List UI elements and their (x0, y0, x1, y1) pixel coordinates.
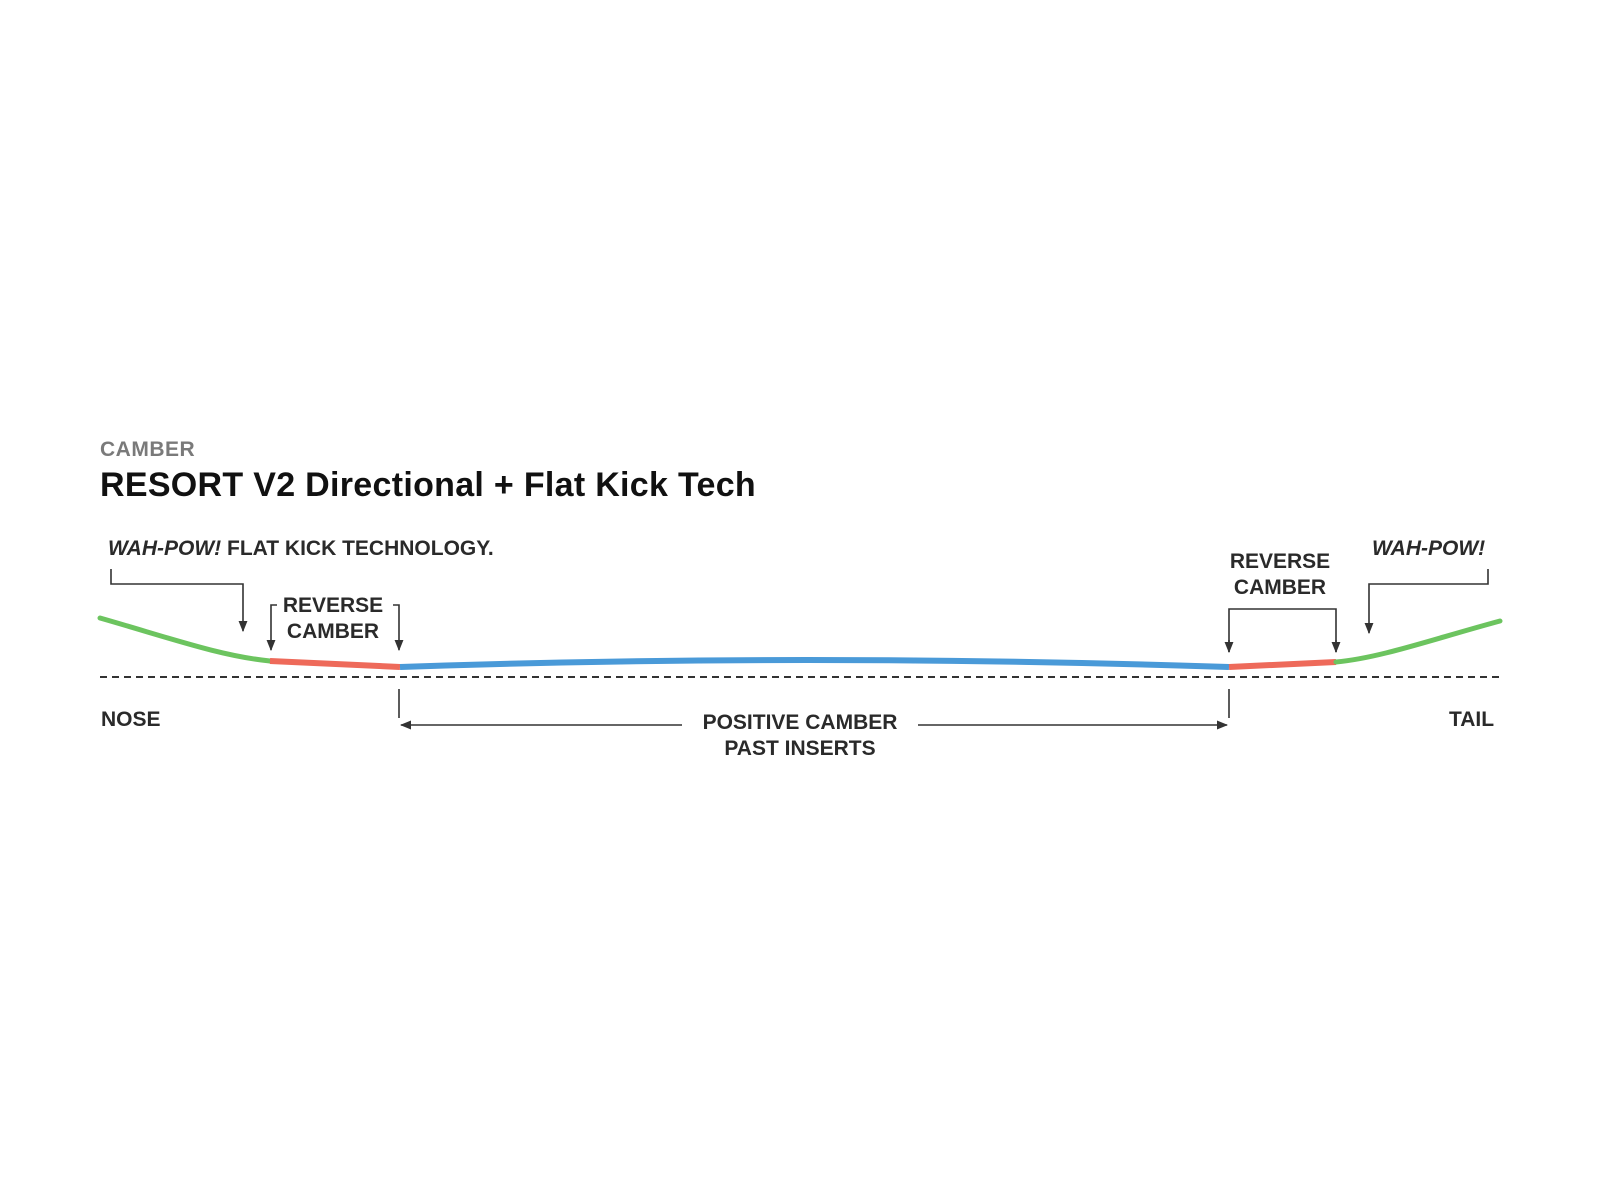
positive-camber-segment (399, 657, 1230, 670)
reverse-camber-left-line1: REVERSE (282, 594, 384, 617)
reverse-camber-right-line1: REVERSE (1229, 550, 1331, 573)
diagram-eyebrow: CAMBER (100, 438, 196, 461)
annotation-lines (110, 569, 1489, 730)
reverse-camber-left-line2: CAMBER (286, 620, 380, 643)
reverse-camber-right-label: REVERSE CAMBER (1220, 549, 1340, 601)
nose-label: NOSE (101, 708, 161, 731)
tail-kick-segment (1333, 618, 1503, 665)
reverse-camber-left-bracket-right (393, 604, 404, 652)
reverse-camber-right-line2: CAMBER (1233, 576, 1327, 599)
nose-kick-label-text: FLAT KICK TECHNOLOGY. (221, 537, 494, 560)
reverse-camber-right-bracket (1228, 608, 1337, 652)
nose-kick-callout (110, 569, 248, 633)
tail-label: TAIL (1449, 708, 1495, 731)
nose-kick-segment (97, 615, 273, 664)
tail-kick-label-italic: WAH-POW! (1372, 537, 1486, 560)
tail-kick-label: WAH-POW! (1372, 536, 1485, 562)
positive-camber-line1: POSITIVE CAMBER (702, 711, 898, 734)
reverse-camber-left-label: REVERSE CAMBER (272, 593, 394, 645)
positive-camber-label: POSITIVE CAMBER PAST INSERTS (680, 710, 920, 762)
reverse-camber-right-segment (1228, 659, 1337, 670)
tail-kick-callout (1364, 569, 1489, 635)
positive-camber-line2: PAST INSERTS (724, 737, 876, 760)
reverse-camber-left-segment (269, 658, 401, 670)
nose-kick-label: WAH-POW! FLAT KICK TECHNOLOGY. (108, 536, 494, 562)
diagram-title: RESORT V2 Directional + Flat Kick Tech (100, 466, 757, 504)
reverse-camber-left-bracket-left (266, 604, 277, 652)
nose-kick-label-italic: WAH-POW! (108, 537, 222, 560)
